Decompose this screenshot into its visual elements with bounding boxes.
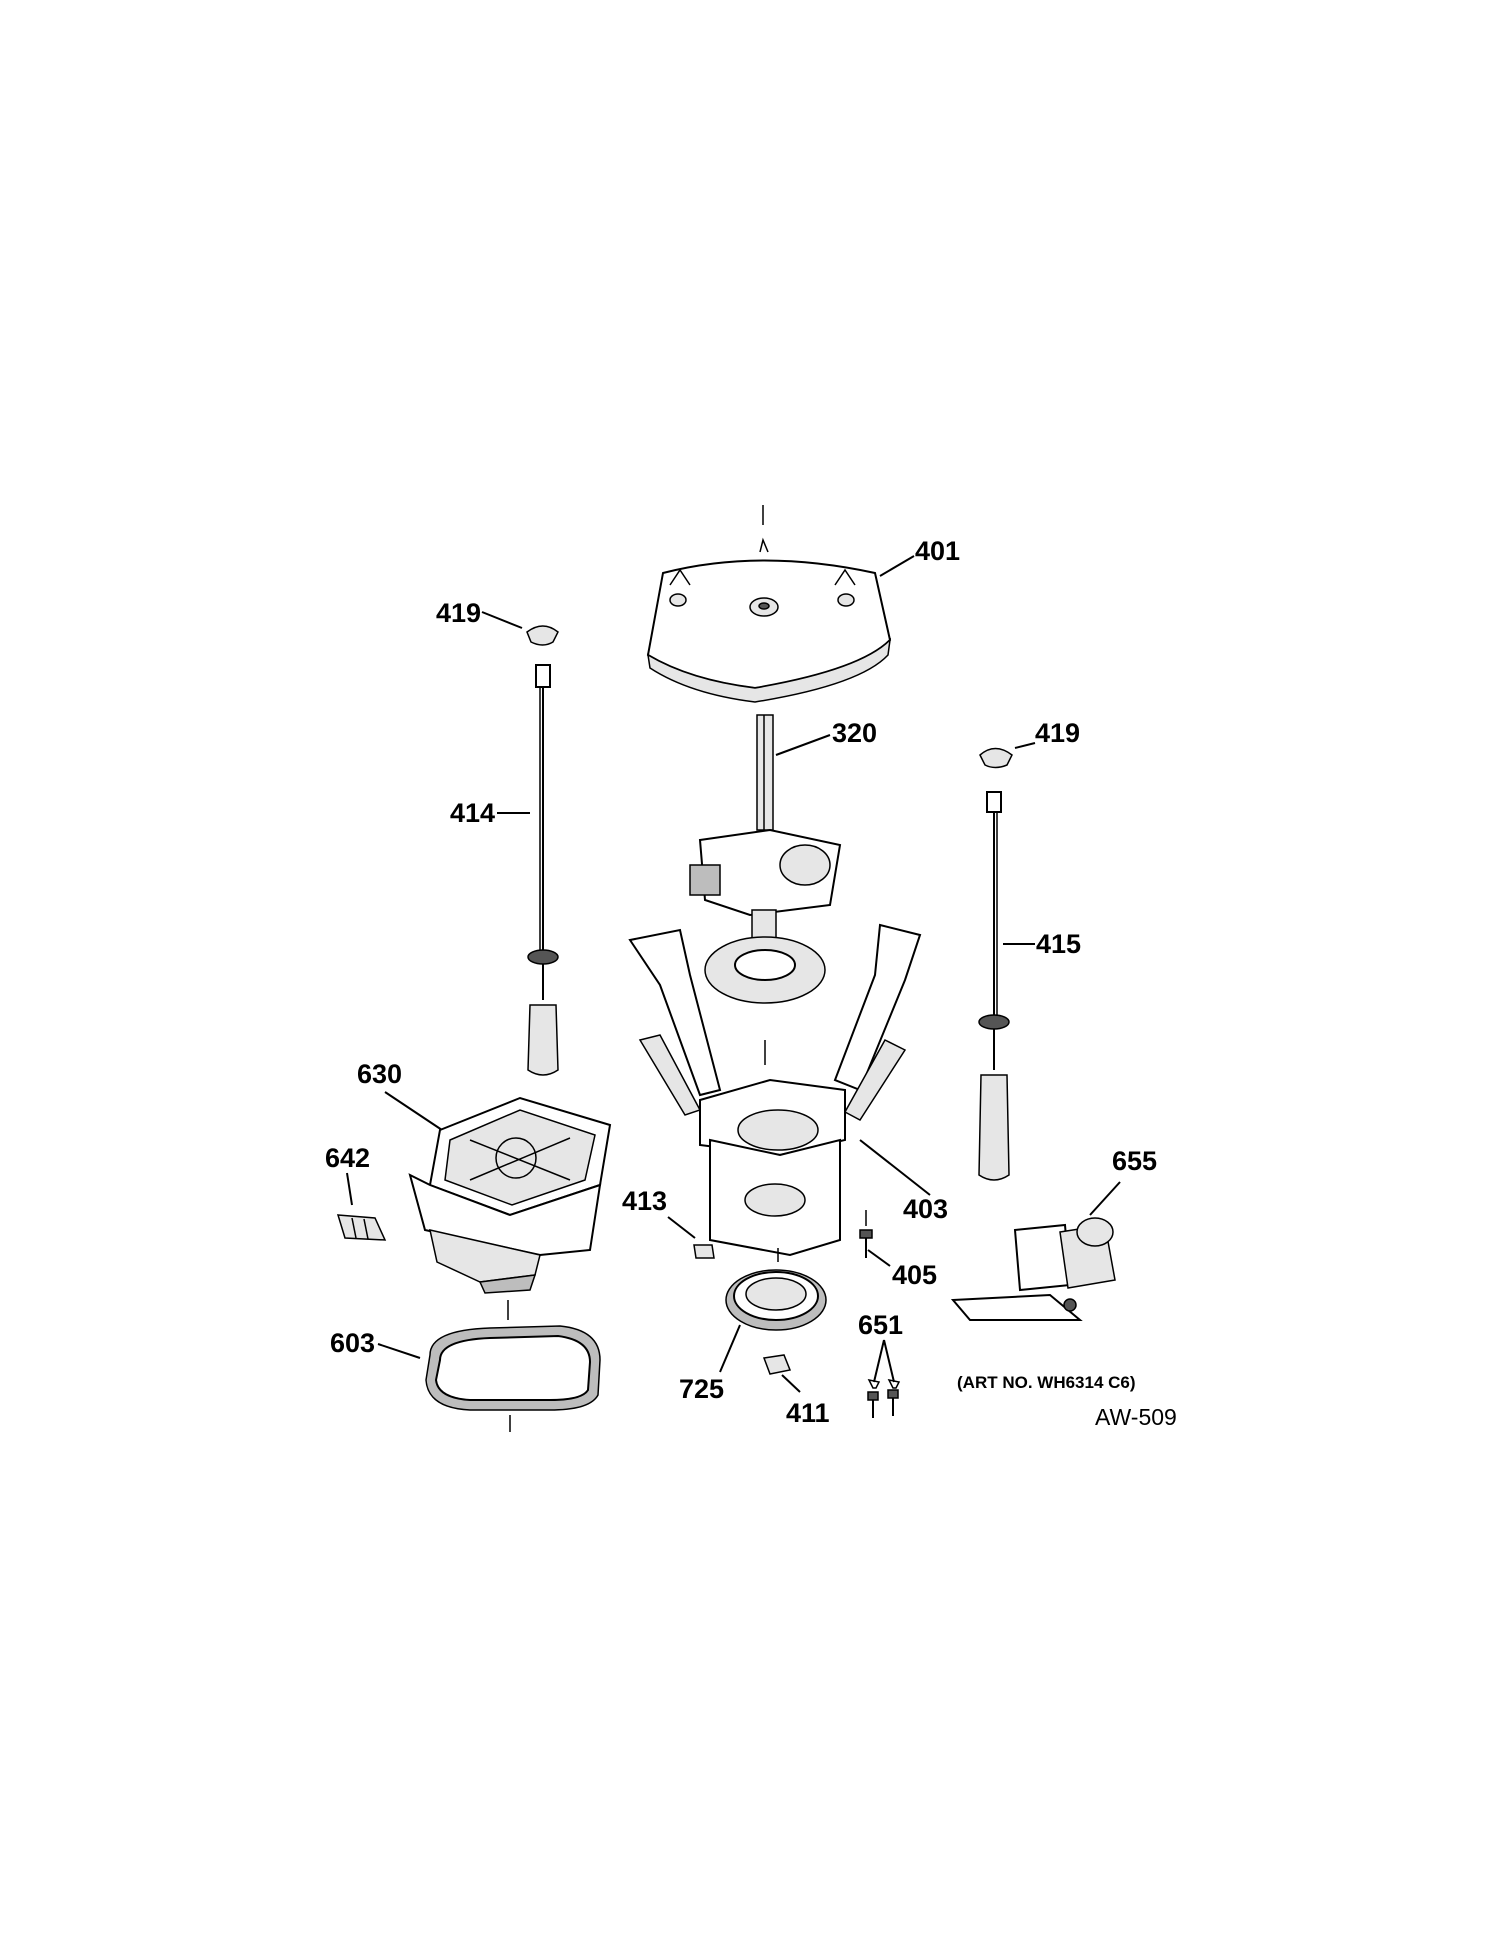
part-label-655: 655 [1112, 1146, 1157, 1176]
drive-belt-drawing: 603 [330, 1300, 601, 1432]
part-label-414: 414 [450, 798, 495, 828]
part-label-630: 630 [357, 1059, 402, 1089]
left-suspension-rod-drawing: 419 414 [436, 598, 559, 1076]
tub-cover-drawing [646, 505, 915, 703]
transmission-drawing [689, 714, 842, 1065]
screw-405-drawing [859, 1210, 891, 1267]
part-label-725: 725 [679, 1374, 724, 1404]
right-suspension-rod-drawing: 419 415 [978, 718, 1081, 1181]
part-label-419-left: 419 [436, 598, 481, 628]
nut-413-drawing: 413 [622, 1186, 715, 1259]
suspension-bracket-drawing [628, 923, 931, 1257]
nut-411-drawing [762, 1354, 801, 1393]
part-label-411: 411 [786, 1398, 830, 1428]
pulley-drawing [719, 1248, 827, 1373]
connector-drawing: 642 [325, 1143, 387, 1241]
drawing-code: AW-509 [1095, 1404, 1177, 1430]
part-label-405: 405 [892, 1260, 937, 1290]
part-label-415: 415 [1036, 929, 1081, 959]
part-label-651: 651 [858, 1310, 903, 1340]
part-label-419-right: 419 [1035, 718, 1080, 748]
part-label-403: 403 [903, 1194, 948, 1224]
part-label-320: 320 [832, 718, 877, 748]
part-label-401: 401 [915, 536, 960, 566]
part-label-603: 603 [330, 1328, 375, 1358]
part-label-413: 413 [622, 1186, 667, 1216]
screws-651-drawing [867, 1339, 901, 1418]
art-number-note: (ART NO. WH6314 C6) [957, 1373, 1136, 1392]
drive-motor-drawing [384, 1091, 612, 1294]
part-label-642: 642 [325, 1143, 370, 1173]
pump-drawing [950, 1181, 1121, 1321]
